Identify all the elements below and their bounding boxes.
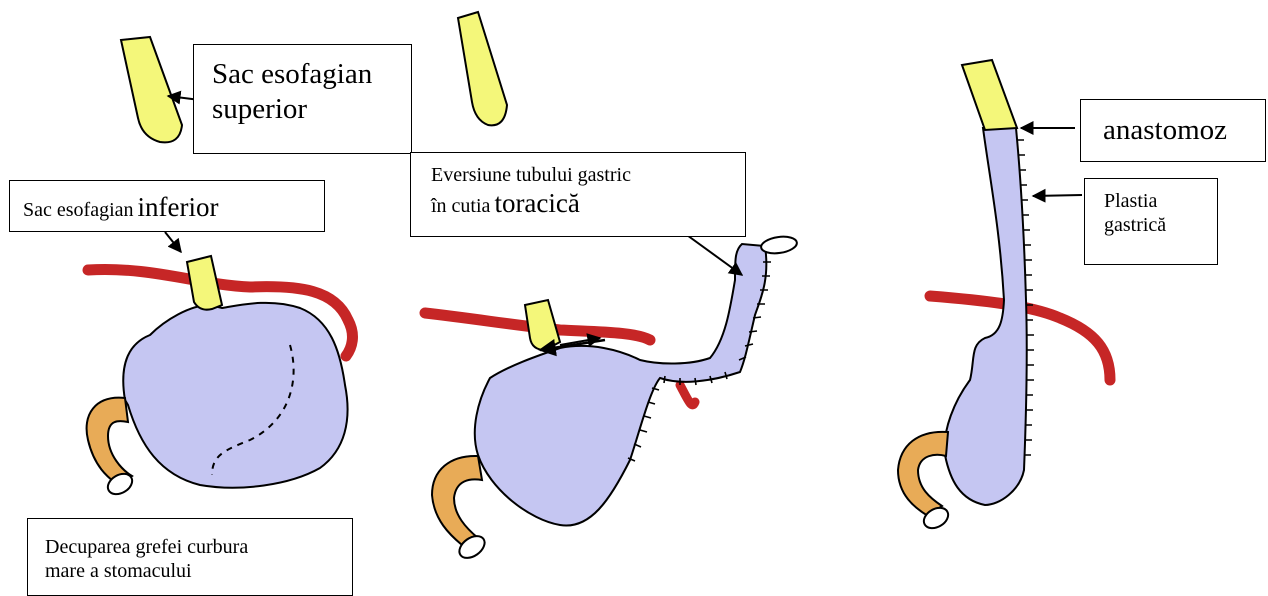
label-graft-line1: Decuparea grefei curbura (45, 535, 352, 559)
duodenum-1 (87, 398, 132, 485)
upper-esophageal-pouch-2 (458, 12, 507, 125)
stomach-1 (123, 303, 347, 488)
arrow-to-lower-pouch (165, 232, 181, 252)
label-lower-pouch-part2: inferior (138, 192, 219, 222)
gastric-tube-opening (760, 235, 798, 256)
label-upper-pouch-line2: superior (212, 92, 411, 127)
lower-esophageal-pouch-1 (187, 256, 222, 310)
label-upper-pouch-line1: Sac esofagian (212, 57, 411, 92)
label-eversion-line1: Eversiune tubului gastric (431, 163, 745, 187)
gastric-tube-2 (475, 244, 767, 526)
vessel-branch-2 (680, 385, 695, 405)
label-lower-esophageal-pouch: Sac esofagian inferior (9, 180, 325, 232)
label-upper-esophageal-pouch: Sac esofagian superior (193, 44, 412, 154)
label-eversion-line2-part1: în cutia (431, 195, 490, 217)
label-gastric-tube-eversion: Eversiune tubului gastric în cutia torac… (410, 152, 746, 237)
panel-2-eversiune (425, 12, 798, 562)
upper-esophageal-pouch-1 (121, 37, 182, 142)
duodenum-2 (432, 456, 482, 545)
panel-3-plastie (898, 60, 1110, 532)
arrow-to-gastric-plasty (1033, 195, 1082, 196)
esophagus-3 (962, 60, 1017, 130)
lower-esophageal-pouch-2 (525, 300, 560, 350)
gastric-plasty-3 (945, 128, 1027, 505)
label-plasty-line1: Plastia (1104, 189, 1217, 213)
duodenum-3 (898, 432, 948, 516)
label-gastric-plasty: Plastia gastrică (1084, 178, 1218, 265)
label-anastomosis-text: anastomoz (1103, 114, 1227, 146)
label-eversion-line2-part2: toracică (494, 188, 579, 218)
label-lower-pouch-part1: Sac esofagian (23, 199, 134, 221)
label-graft-cutting: Decuparea grefei curbura mare a stomacul… (27, 518, 353, 596)
label-graft-line2: mare a stomacului (45, 559, 352, 583)
label-plasty-line2: gastrică (1104, 213, 1217, 237)
label-anastomosis: anastomoz (1080, 99, 1266, 162)
